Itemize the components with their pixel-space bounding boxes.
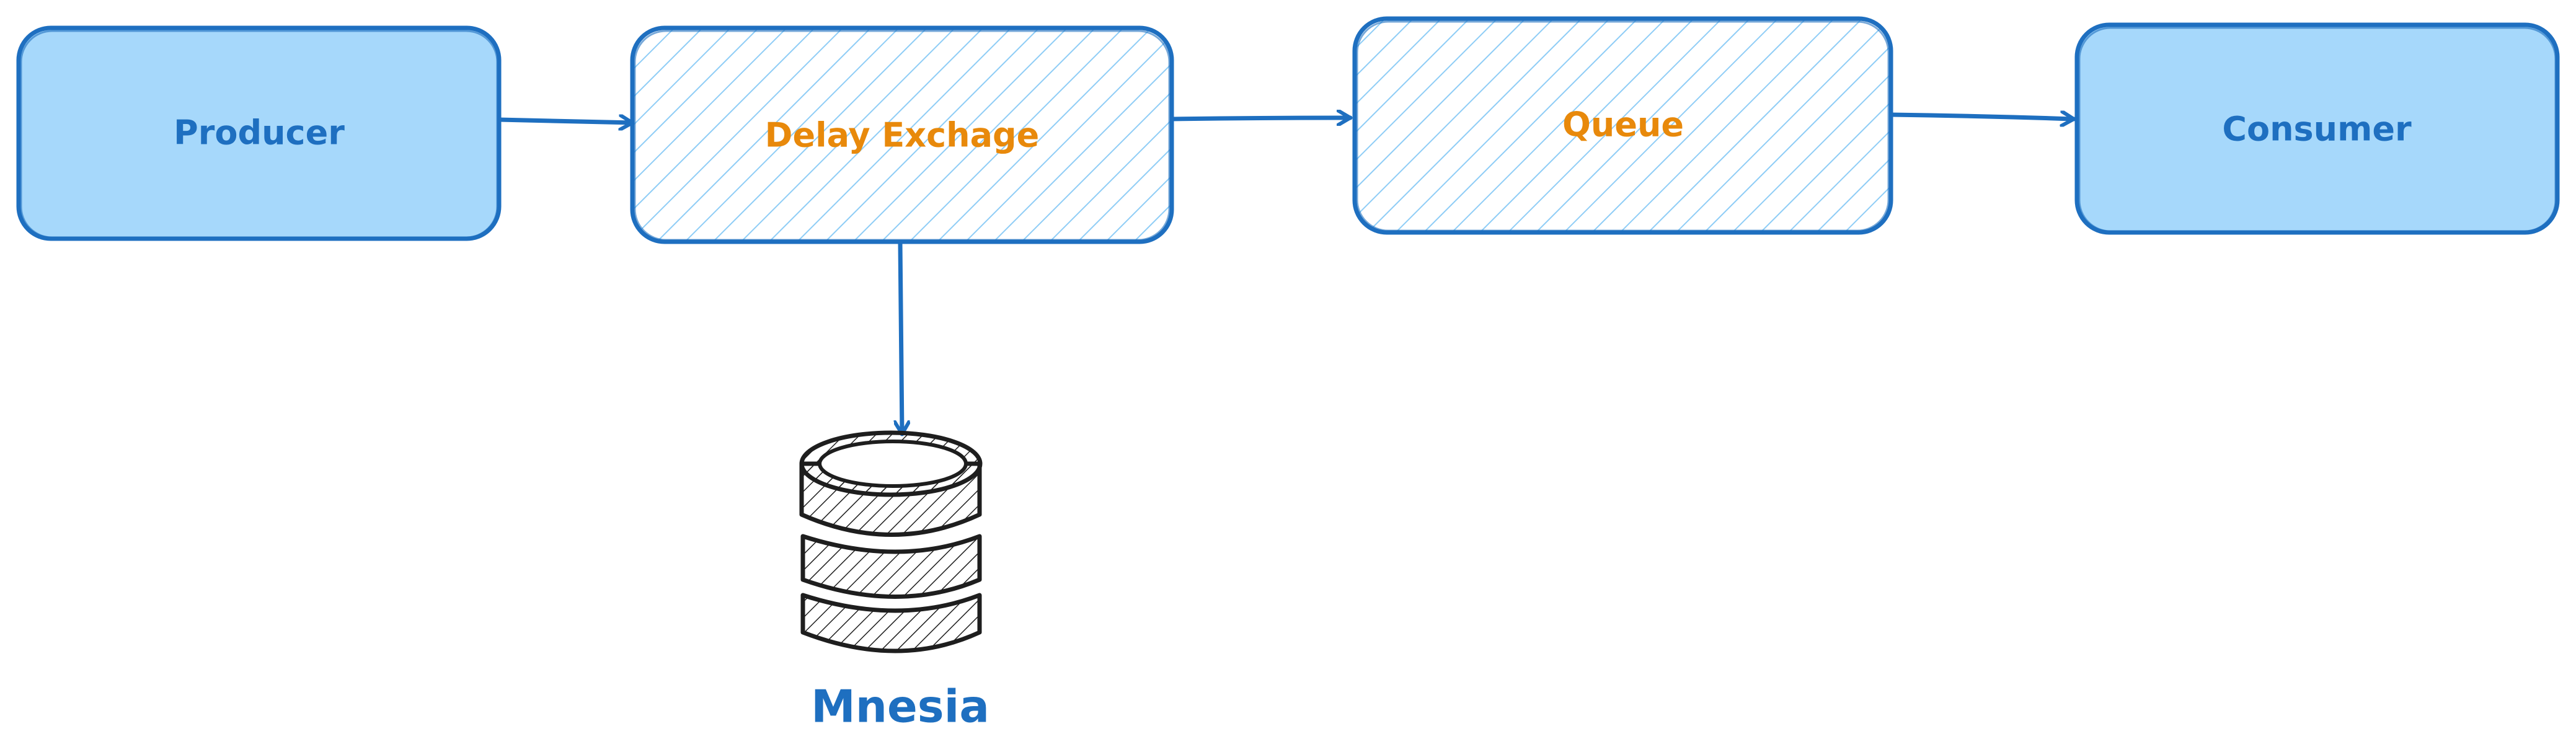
consumer-node: Consumer	[2074, 22, 2560, 235]
arrow-producer-to-delay-exchange	[497, 120, 635, 123]
queue-node: Queue	[1352, 16, 1893, 235]
queue-label: Queue	[1562, 105, 1684, 144]
arrow-delay-exchange-to-queue	[1169, 118, 1353, 119]
mnesia-label: Mnesia	[811, 681, 989, 733]
database-icon	[799, 430, 983, 653]
producer-label: Producer	[174, 113, 345, 153]
producer-node: Producer	[16, 25, 502, 241]
arrow-delay-exchange-to-mnesia	[900, 241, 902, 436]
delay-exchange-node: Delay Exchage	[630, 25, 1174, 244]
delay-exchange-label: Delay Exchage	[765, 116, 1040, 155]
arrow-queue-to-consumer	[1888, 115, 2076, 119]
consumer-label: Consumer	[2222, 110, 2412, 149]
